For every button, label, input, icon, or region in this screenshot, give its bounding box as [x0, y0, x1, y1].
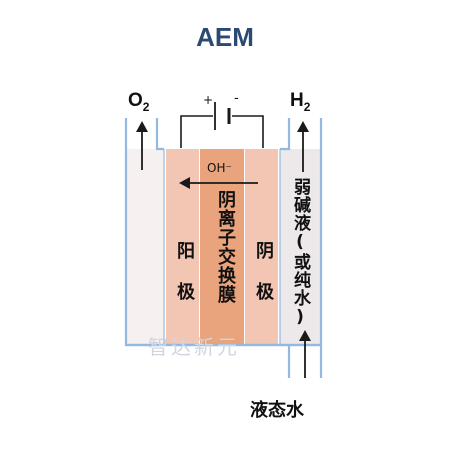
- membrane-label: 阴离子交换膜: [215, 190, 236, 304]
- hydrogen-arrow-head: [297, 121, 309, 132]
- liquid-water-label: 液态水: [250, 400, 304, 421]
- hydrogen-label: H2: [290, 90, 310, 114]
- watermark: 智达新元: [148, 335, 240, 359]
- right-electrode-label: 阴 极: [253, 241, 274, 301]
- electrolyte-label: 弱碱液(或纯水): [290, 178, 310, 328]
- hydrogen-subscript: 2: [303, 99, 311, 114]
- water-inlet-arrow-head: [299, 330, 311, 341]
- oxygen-outlet-pipe-inner: [155, 118, 164, 151]
- oxygen-label: O2: [128, 90, 149, 114]
- oxygen-symbol: O: [128, 90, 143, 111]
- hydroxide-ion-label: OH⁻: [207, 161, 232, 175]
- hydrogen-symbol: H: [290, 90, 304, 111]
- hydroxide-arrow-head: [179, 177, 190, 189]
- battery-plus-sign: +: [203, 93, 214, 107]
- oxygen-arrow-head: [136, 121, 148, 132]
- hydrogen-outlet-pipe-inner: [280, 118, 291, 151]
- right-electrode: [245, 149, 278, 345]
- electrolyte-channel: [280, 149, 321, 345]
- circuit-wire: [180, 115, 213, 148]
- oxygen-subscript: 2: [142, 99, 150, 114]
- diagram-title: AEM: [196, 22, 254, 52]
- left-electrode-label: 阳 极: [174, 241, 195, 301]
- membrane: [200, 149, 244, 345]
- oxygen-channel: [126, 149, 164, 345]
- circuit-wire: [232, 115, 264, 148]
- battery-minus-sign: -: [234, 91, 239, 106]
